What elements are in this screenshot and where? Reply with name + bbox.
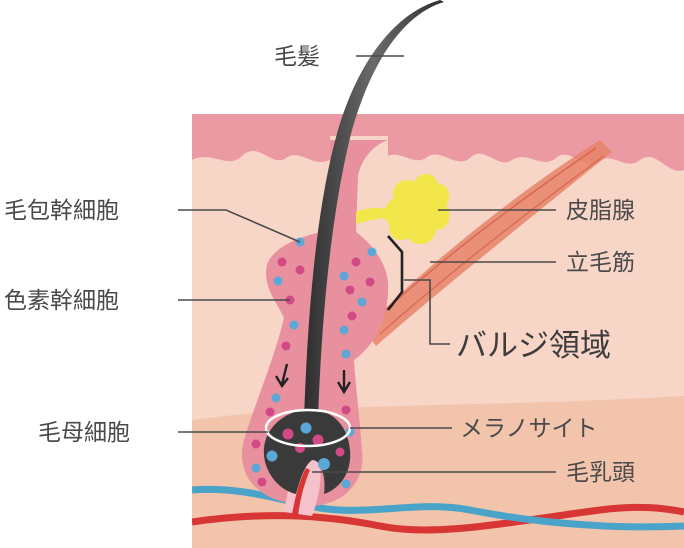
label-hair-follicle-stem-cell: 毛包幹細胞 [4,198,119,224]
cell-pink [341,405,351,415]
leader-bulge-region [404,279,450,345]
label-arrector-pili: 立毛筋 [566,250,635,276]
label-hair-matrix-cell: 毛母細胞 [38,420,130,446]
label-melanocyte-stem-cell: 色素幹細胞 [4,288,119,314]
cell-blue [273,276,283,286]
label-dermal-papilla: 毛乳頭 [566,460,635,486]
cell-pink [351,257,361,267]
arrow-down-icon [336,370,352,395]
cell-blue [341,349,351,359]
cell-blue [341,479,351,489]
cell-blue [339,271,349,281]
cell-blue [271,393,281,403]
cell-pink [257,477,267,487]
sebaceous-gland [356,173,450,245]
arrow-down-icon [274,363,289,389]
dermal-papilla [284,455,321,516]
migration-arrows [274,363,352,395]
cell-blue [300,422,312,434]
cell-pink [335,447,345,457]
cell-pink [281,341,291,351]
cell-blue [357,297,367,307]
cell-blue [367,247,377,257]
bulge-bracket [386,235,404,311]
cell-pink [295,265,305,275]
cell-blue [318,458,330,470]
cell-pink [251,439,261,449]
label-hair: 毛髪 [274,44,320,70]
cell-pink [265,407,275,417]
cell-pink [345,285,355,295]
leader-lines [178,55,556,473]
cell-pink [312,434,324,446]
cell-pink [277,257,287,267]
blood-vessel-blue [192,485,684,531]
cell-blue [266,450,278,462]
cell-pink [347,311,357,321]
label-melanocyte: メラノサイト [460,416,598,442]
cell-pink [282,428,294,440]
label-bulge-region: バルジ領域 [456,328,611,364]
cell-blue [251,463,261,473]
leader-hair-follicle-stem-cell [178,209,301,243]
blood-vessel-red [192,503,684,534]
cell-blue [289,320,299,330]
label-sebaceous-gland: 皮脂腺 [566,198,635,224]
cell-pink [365,277,375,287]
epidermis-layer [192,114,684,171]
cell-blue [339,325,349,335]
